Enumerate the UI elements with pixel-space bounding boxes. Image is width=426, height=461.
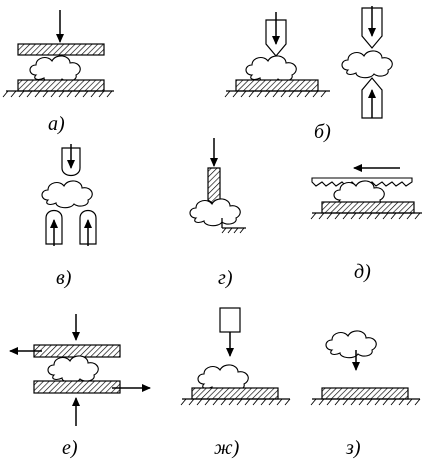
upper-die: [17, 43, 105, 56]
material-cloud: [341, 50, 393, 79]
support-hatch: [221, 227, 245, 234]
ground-hatch: [180, 398, 291, 406]
panel-label-e: е): [62, 437, 78, 459]
material-cloud: [41, 180, 93, 209]
material-cloud: [29, 55, 81, 84]
ground-hatch: [310, 212, 421, 220]
ground-hatch: [2, 90, 113, 98]
panel-a: а): [2, 10, 114, 135]
material-cloud: [189, 198, 241, 227]
panel-g: г): [189, 138, 246, 289]
panel-label-d: д): [354, 261, 371, 283]
panel-zh: ж): [180, 307, 291, 459]
base-plate: [321, 201, 415, 214]
panel-z: з): [310, 330, 421, 459]
panel-label-b: б): [314, 121, 331, 143]
panel-d: д): [310, 164, 422, 283]
lower-die: [17, 79, 105, 92]
material-cloud: [47, 355, 99, 384]
base-plate: [235, 79, 319, 92]
panel-label-zh: ж): [214, 437, 240, 459]
hammer-head: [219, 307, 241, 333]
base-plate: [191, 387, 279, 400]
panel-label-z: з): [345, 437, 361, 459]
panel-label-g: г): [218, 267, 233, 289]
base-plate: [321, 387, 409, 400]
panel-v: в): [41, 144, 97, 289]
upper-die: [33, 344, 121, 358]
material-cloud: [325, 330, 377, 359]
ground-hatch: [224, 90, 327, 98]
panel-label-a: а): [48, 113, 65, 135]
panel-e: е): [9, 314, 151, 459]
lower-die: [33, 380, 121, 394]
panel-label-v: в): [56, 267, 72, 289]
material-cloud: [245, 55, 297, 84]
ground-hatch: [310, 398, 421, 406]
panel-b: б): [224, 6, 393, 143]
